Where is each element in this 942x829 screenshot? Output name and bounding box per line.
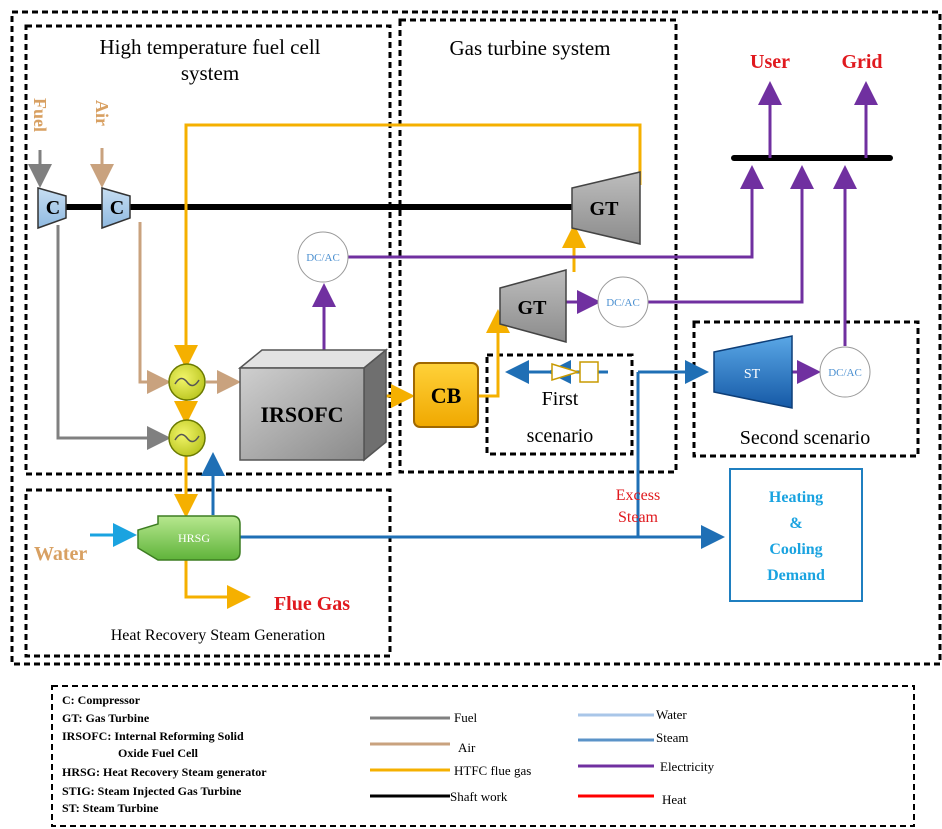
gas-turbine-mid: GT	[499, 269, 567, 343]
svg-text:C: C	[46, 197, 60, 219]
dcac-converter-1: DC/AC	[297, 231, 349, 283]
svg-text:DC/AC: DC/AC	[306, 252, 340, 264]
svg-text:IRSOFC: IRSOFC	[260, 402, 343, 427]
legend: C: Compressor GT: Gas Turbine IRSOFC: In…	[62, 693, 715, 815]
legend-label-steam: Steam	[656, 730, 689, 745]
flue-gas-label: Flue Gas	[274, 593, 350, 615]
htfc-title-line1: High temperature fuel cell	[100, 35, 321, 59]
legend-abbr-5: HRSG: Heat Recovery Steam generator	[62, 765, 267, 779]
legend-boundary	[51, 685, 915, 827]
first-scenario-boundary	[485, 353, 634, 456]
svg-text:ST: ST	[744, 367, 761, 382]
steam-injector	[551, 361, 599, 383]
legend-label-air: Air	[458, 740, 476, 755]
legend-abbr-6: STIG: Steam Injected Gas Turbine	[62, 784, 242, 798]
gt-title: Gas turbine system	[450, 36, 611, 60]
air-to-hx1-line	[138, 222, 171, 394]
dcac-converter-2: DC/AC	[597, 276, 649, 328]
heating-cooling-demand-box: Heating & Cooling Demand	[729, 468, 863, 602]
svg-text:DC/AC: DC/AC	[828, 367, 862, 379]
excess-steam-line1: Excess	[616, 487, 660, 504]
svg-text:Cooling: Cooling	[769, 541, 822, 558]
dcac1-to-bus-line	[348, 165, 764, 259]
first-scenario-line1: First	[542, 388, 579, 410]
legend-abbr-3: IRSOFC: Internal Reforming Solid	[62, 729, 244, 743]
steam-turbine: ST	[713, 335, 793, 409]
grid-label: Grid	[841, 51, 882, 73]
legend-label-electricity: Electricity	[660, 759, 715, 774]
first-scenario-line2: scenario	[527, 425, 594, 447]
compressor-air: C	[101, 187, 131, 230]
legend-abbr-4: Oxide Fuel Cell	[118, 746, 199, 760]
legend-abbr-2: GT: Gas Turbine	[62, 711, 150, 725]
svg-text:GT: GT	[518, 297, 548, 319]
hrsg-title: Heat Recovery Steam Generation	[111, 627, 326, 644]
svg-text:GT: GT	[590, 198, 620, 220]
excess-steam-line2: Steam	[618, 509, 659, 526]
legend-label-heat: Heat	[662, 792, 687, 807]
svg-text:&: &	[789, 515, 802, 532]
legend-label-water: Water	[656, 707, 687, 722]
dcac2-to-bus-line	[648, 165, 814, 304]
legend-abbr-1: C: Compressor	[62, 693, 141, 707]
cb-to-gt-mid-line	[478, 309, 510, 398]
hrsg-to-flue-gas-line	[184, 560, 251, 609]
hrsg-boundary	[24, 488, 392, 658]
outer-system-boundary	[10, 10, 942, 666]
combustor-cb: CB	[413, 362, 479, 428]
water-label: Water	[34, 543, 87, 565]
second-scenario-label: Second scenario	[740, 427, 871, 449]
svg-text:CB: CB	[431, 383, 462, 408]
legend-abbr-7: ST: Steam Turbine	[62, 801, 159, 815]
svg-text:Demand: Demand	[767, 567, 825, 584]
gas-turbine-top: GT	[571, 171, 641, 245]
hrsg-unit: HRSG	[137, 515, 241, 561]
htfc-title-line2: system	[181, 61, 239, 85]
svg-text:Heating: Heating	[769, 489, 823, 506]
irsofc-stack: IRSOFC	[237, 348, 389, 462]
legend-label-fuel: Fuel	[454, 710, 478, 725]
heat-exchanger-1	[168, 363, 206, 401]
fuel-label: Fuel	[30, 98, 50, 132]
second-scenario-boundary	[692, 320, 920, 458]
compressor-fuel: C	[37, 187, 67, 230]
gt-exhaust-loop-line	[174, 123, 642, 369]
legend-label-htfc-flue: HTFC flue gas	[454, 763, 531, 778]
legend-label-shaft: Shaft work	[450, 789, 508, 804]
svg-text:DC/AC: DC/AC	[606, 297, 640, 309]
gas-turbine-boundary	[398, 18, 678, 474]
dcac-converter-3: DC/AC	[819, 346, 871, 398]
user-label: User	[750, 51, 790, 73]
svg-text:HRSG: HRSG	[178, 531, 210, 545]
air-label: Air	[92, 100, 112, 126]
heat-exchanger-2	[168, 419, 206, 457]
svg-text:C: C	[110, 197, 124, 219]
fuel-to-hx2-line	[56, 225, 171, 450]
